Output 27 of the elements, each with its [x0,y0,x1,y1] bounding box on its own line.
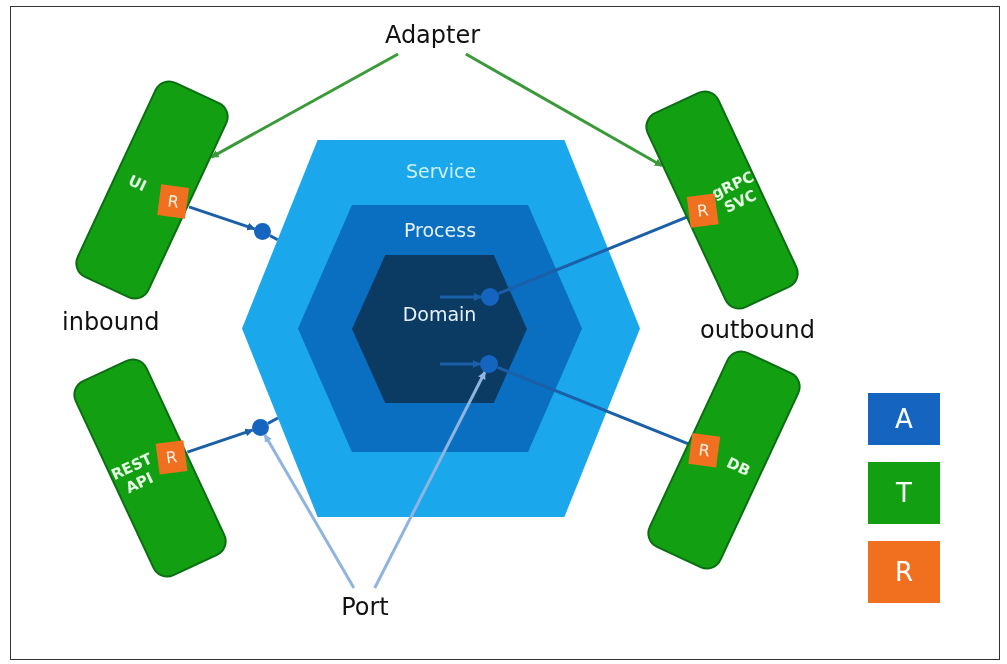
layer-title: Domain [401,303,478,325]
layer-title: Service [404,160,478,182]
arrow [440,293,482,301]
port-circle [254,223,271,240]
connector-line [267,416,279,425]
direction-label: outbound [700,316,815,344]
arrow [465,52,663,167]
arrow [373,371,487,589]
arrow [186,428,254,454]
connector-line [269,234,279,241]
key-box: R [868,541,940,603]
arrow [188,205,256,231]
role-tag: R [155,440,188,475]
connector-line [496,365,689,446]
callout-label: Port [325,588,405,626]
role-tag: R [157,184,189,219]
port-circle [252,419,269,436]
arrow [210,52,399,159]
callout-label: Adapter [370,16,495,54]
arrow [440,360,481,368]
layer-title: Process [402,219,478,241]
direction-label: inbound [62,308,160,336]
role-tag: R [688,433,721,468]
key-box: A [868,393,940,445]
key-box: T [868,462,940,524]
arrow [263,433,356,589]
connector-line [497,215,688,295]
